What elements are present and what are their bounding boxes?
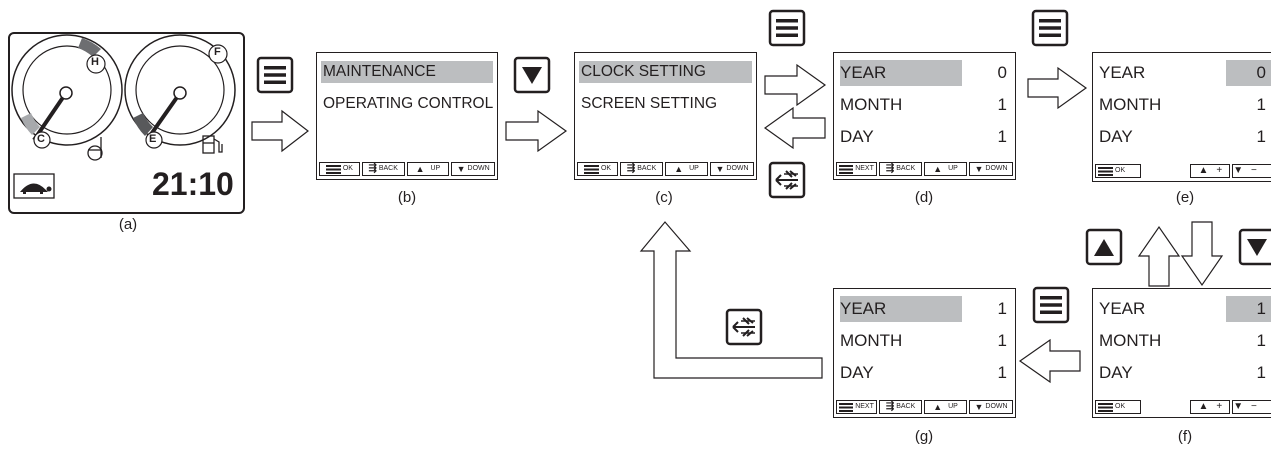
arrow-d-to-e (1027, 66, 1088, 110)
footer-plus: ▲ + (1190, 400, 1231, 414)
menu-item-operating-control[interactable]: OPERATING CONTROL (323, 95, 494, 112)
footer-up: ▲ UP (924, 400, 968, 414)
footer-up: ▲ UP (406, 162, 450, 176)
screen-f-footer: OK ▲ + ▼ − (1095, 400, 1271, 414)
screen-c-menu: CLOCK SETTING SCREEN SETTING OK ⇶BACK ▲ … (574, 52, 757, 180)
screen-g-date: YEAR 1 MONTH 1 DAY 1 NEXT ⇶BACK ▲ UP ▼DO… (833, 288, 1016, 418)
arrow-f-to-g (1018, 338, 1081, 384)
footer-ok: OK (319, 162, 360, 176)
menu-item-screen-setting[interactable]: SCREEN SETTING (581, 95, 718, 112)
screen-d-footer: NEXT ⇶BACK ▲ UP ▼DOWN (836, 162, 1014, 176)
footer-ok: OK (577, 162, 619, 176)
row-day[interactable]: DAY 1 (840, 127, 1007, 146)
temperature-gauge (11, 34, 123, 161)
menu-button-icon (1031, 9, 1069, 47)
arrow-d-to-c (763, 106, 826, 150)
screen-f-date-edit: YEAR 1 MONTH 1 DAY 1 OK ▲ + ▼ − (1092, 288, 1271, 418)
menu-button-icon (1032, 286, 1070, 324)
screen-e-footer: OK ▲ + ▼ − (1095, 164, 1271, 178)
caption-a: (a) (118, 216, 138, 233)
footer-next: NEXT (836, 162, 878, 176)
row-year[interactable]: YEAR 1 (834, 296, 1015, 322)
gauge-mark-c: C (37, 133, 45, 145)
down-button-icon (513, 56, 551, 94)
menu-item-maintenance[interactable]: MAINTENANCE (321, 61, 493, 83)
row-month[interactable]: MONTH 1 (840, 331, 1007, 350)
arrow-c-to-d (764, 63, 827, 107)
row-month[interactable]: MONTH 1 (840, 95, 1007, 114)
caption-g: (g) (914, 428, 934, 445)
footer-back: ⇶BACK (879, 162, 923, 176)
clock-display: 21:10 (152, 166, 234, 202)
row-day[interactable]: DAY 1 (1099, 127, 1266, 146)
footer-back: ⇶BACK (879, 400, 923, 414)
screen-b-menu: MAINTENANCE OPERATING CONTROL OK ⇶BACK ▲… (316, 52, 498, 180)
back-button-icon (725, 308, 763, 346)
footer-ok: OK (1095, 164, 1141, 178)
screen-c-footer: OK ⇶BACK ▲ UP ▼DOWN (577, 162, 755, 176)
turtle-icon (13, 173, 55, 199)
row-year[interactable]: YEAR 1 (1093, 296, 1271, 322)
gauge-mark-e: E (149, 133, 157, 145)
footer-up: ▲ UP (924, 162, 968, 176)
arrow-g-to-c (639, 221, 823, 379)
arrow-f-to-e (1137, 225, 1181, 287)
back-button-icon (768, 161, 806, 199)
footer-down: ▼DOWN (969, 400, 1014, 414)
screen-a-gauges (8, 32, 245, 214)
up-button-icon (1085, 228, 1123, 266)
footer-back: ⇶BACK (620, 162, 664, 176)
footer-down: ▼DOWN (710, 162, 755, 176)
caption-d: (d) (914, 189, 934, 206)
coolant-temperature-icon (87, 137, 103, 161)
screen-e-date-edit: YEAR 0 MONTH 1 DAY 1 OK ▲ + ▼ − (1092, 52, 1271, 182)
fuel-gauge (124, 34, 236, 154)
footer-down: ▼DOWN (451, 162, 496, 176)
arrow-e-to-f (1180, 221, 1224, 287)
row-year[interactable]: YEAR 0 (1093, 60, 1271, 86)
screen-d-date: YEAR 0 MONTH 1 DAY 1 NEXT ⇶BACK ▲ UP ▼DO… (833, 52, 1016, 180)
row-month[interactable]: MONTH 1 (1099, 331, 1266, 350)
footer-down: ▼DOWN (969, 162, 1014, 176)
screen-g-footer: NEXT ⇶BACK ▲ UP ▼DOWN (836, 400, 1014, 414)
row-day[interactable]: DAY 1 (840, 363, 1007, 382)
row-year[interactable]: YEAR 0 (834, 60, 1015, 86)
footer-minus: ▼ − (1232, 164, 1271, 178)
caption-e: (e) (1175, 189, 1195, 206)
row-day[interactable]: DAY 1 (1099, 363, 1266, 382)
footer-next: NEXT (836, 400, 878, 414)
menu-button-icon (256, 56, 294, 94)
footer-ok: OK (1095, 400, 1141, 414)
gauge-mark-f: F (214, 46, 221, 58)
caption-b: (b) (397, 189, 417, 206)
gauge-mark-h: H (91, 56, 99, 68)
footer-minus: ▼ − (1232, 400, 1271, 414)
arrow-b-to-c (505, 109, 568, 153)
footer-plus: ▲ + (1190, 164, 1231, 178)
down-button-icon (1238, 228, 1271, 266)
caption-f: (f) (1177, 428, 1193, 445)
footer-up: ▲ UP (665, 162, 709, 176)
menu-item-clock-setting[interactable]: CLOCK SETTING (579, 61, 752, 83)
menu-button-icon (768, 9, 806, 47)
fuel-pump-icon (202, 135, 223, 154)
caption-c: (c) (655, 189, 673, 206)
screen-b-footer: OK ⇶BACK ▲ UP ▼DOWN (319, 162, 496, 176)
footer-back: ⇶BACK (361, 162, 405, 176)
row-month[interactable]: MONTH 1 (1099, 95, 1266, 114)
arrow-a-to-b (251, 109, 309, 153)
